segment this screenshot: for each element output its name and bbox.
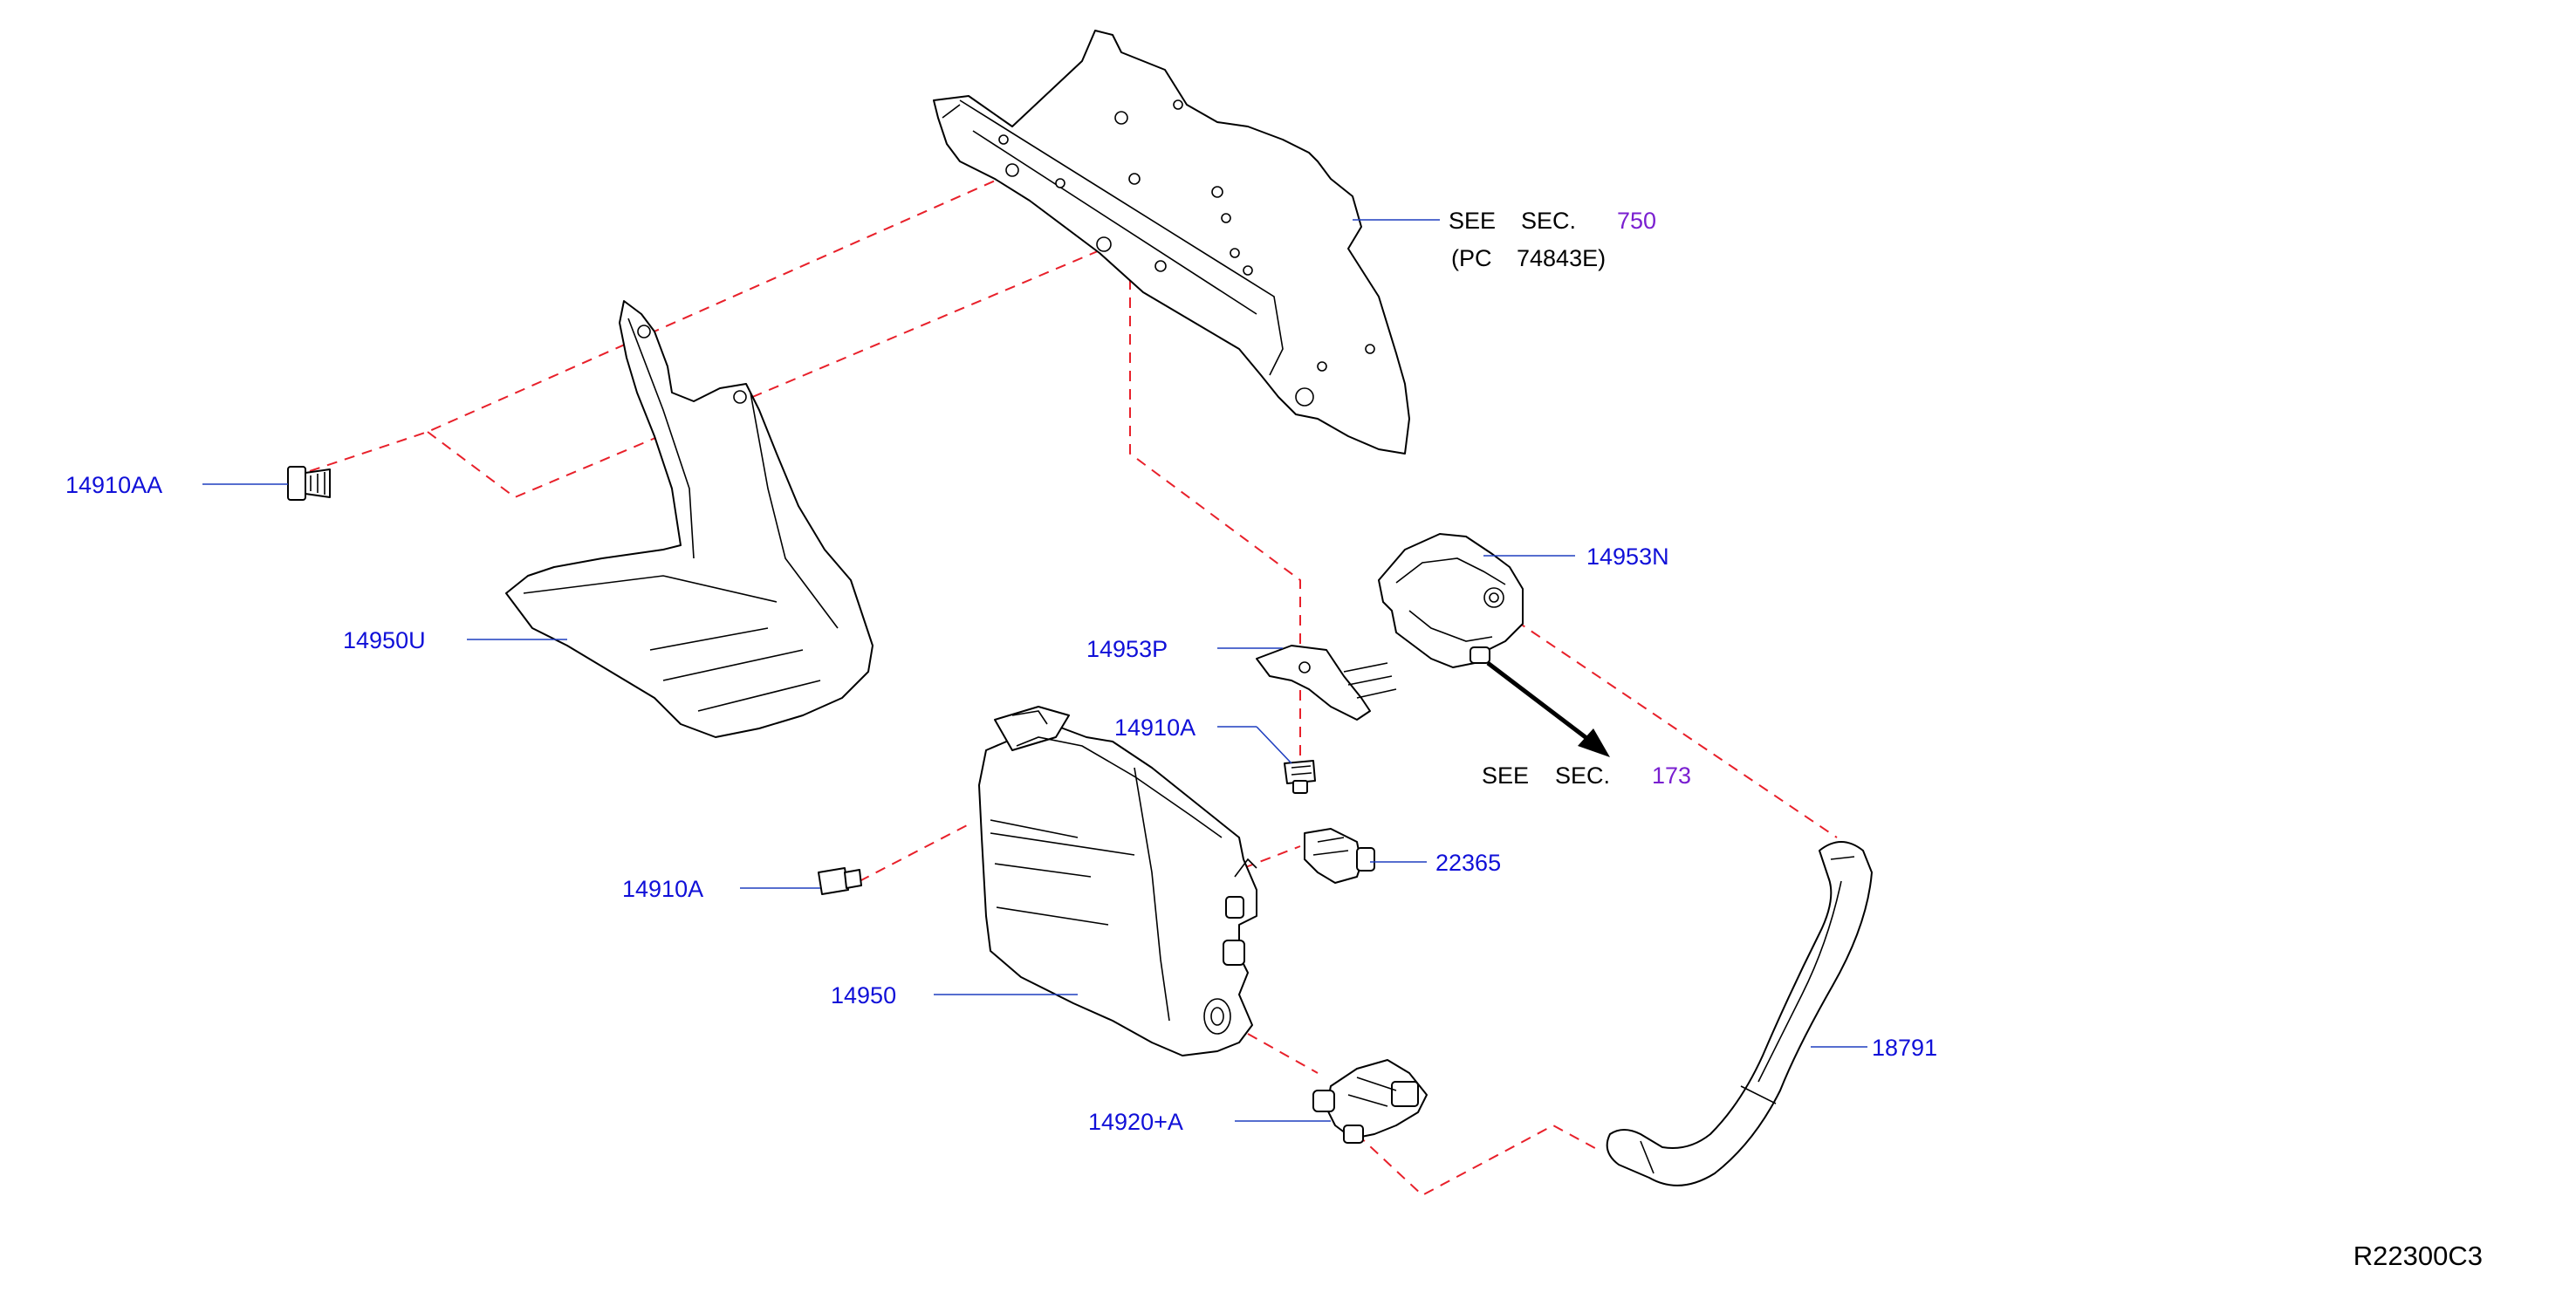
hose-18791-part [1606,841,1873,1186]
pc-code-text: 74843E) [1517,245,1606,271]
see-text-173: SEE [1482,762,1529,789]
sec-number-173[interactable]: 173 [1652,762,1691,789]
shield-14950u-part [505,300,874,738]
label-14953n: 14953N [1586,544,1669,570]
valve-14920a-part [1312,1059,1428,1144]
dashed-line-bolt-to-canister [859,824,969,882]
section-ref-750: SEE SEC. 750 (PC 74843E) [1449,208,1656,271]
section-ref-173: SEE SEC. 173 [1482,762,1691,789]
canister-14950-part [978,706,1257,1056]
dashed-line-14953n-to-hose [1500,610,1838,838]
diagram-id: R22300C3 [2353,1241,2483,1271]
arrow-to-sec173 [1486,661,1610,757]
sec-text-173: SEC. [1555,762,1610,789]
sec-text-750: SEC. [1521,208,1576,234]
see-text-750: SEE [1449,208,1496,234]
label-14910a-upper: 14910A [1114,714,1196,741]
dashed-line-bracket-lower [427,248,1105,499]
part-labels: 14910AA 14950U 14953P 14910A 14910A 1495… [65,472,1937,1135]
bolt-14910a-upper-part [1284,760,1316,794]
valve-22365-part [1304,828,1375,884]
label-14953p: 14953P [1086,636,1168,662]
bolt-14910aa-part [287,466,331,501]
leader-14910a-upper-b [1256,726,1292,764]
dashed-line-22365-to-canister [1243,845,1301,869]
leader-lines [202,219,1867,1122]
pc-open-text: (PC [1451,245,1492,271]
label-14910a-lower: 14910A [622,876,703,902]
filter-14953n-part [1378,533,1524,668]
assembly-dashed-lines [309,178,1838,1197]
label-14920a: 14920+A [1088,1109,1183,1135]
body-frame-part [933,30,1410,455]
label-14950u: 14950U [343,627,426,653]
label-22365: 22365 [1435,850,1501,876]
label-14910aa: 14910AA [65,472,162,498]
label-14950: 14950 [831,982,896,1008]
dashed-line-valve-to-canister [1247,1033,1319,1074]
bolt-14910a-lower-part [818,867,862,895]
sec-number-750[interactable]: 750 [1617,208,1656,234]
dashed-line-valve-to-hose [1356,1124,1602,1197]
bracket-14953p-part [1256,645,1397,721]
label-18791: 18791 [1872,1035,1937,1061]
dashed-line-bracket-upper [309,178,1000,472]
dashed-line-frame-to-14953p [1129,279,1301,654]
